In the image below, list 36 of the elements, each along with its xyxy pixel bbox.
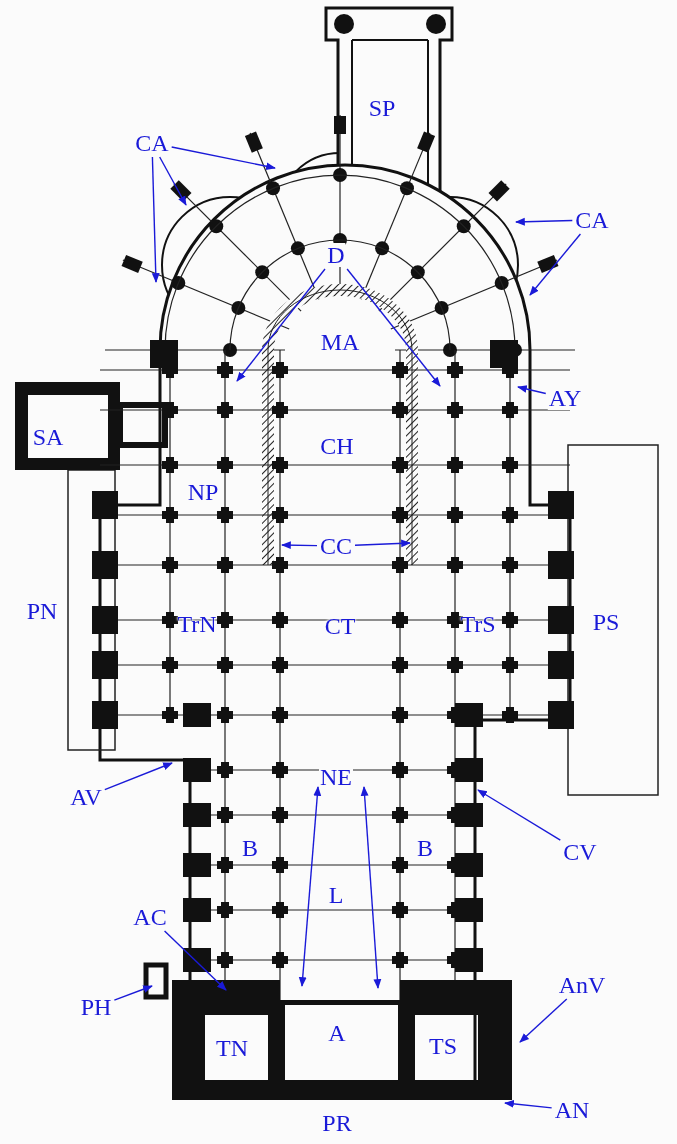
leader-arrow <box>298 786 322 987</box>
leader-arrow <box>281 541 318 550</box>
leader-arrow <box>159 156 187 206</box>
plan-label: MA <box>319 330 361 354</box>
plan-label: B <box>241 836 259 860</box>
leader-arrow <box>504 1100 553 1109</box>
callout-label: D <box>326 243 346 267</box>
leader-arrow <box>354 539 411 548</box>
plan-label: B <box>416 836 434 860</box>
leader-arrow <box>529 233 582 296</box>
leader-arrow <box>151 156 160 283</box>
plan-label: CH <box>319 434 355 458</box>
plan-label: TS <box>428 1034 458 1058</box>
leader-arrow <box>113 985 153 1001</box>
plan-label: L <box>327 883 345 907</box>
plan-label: PR <box>321 1111 353 1135</box>
plan-label: NP <box>186 480 220 504</box>
leader-arrow <box>477 789 562 841</box>
leader-arrow <box>236 268 326 382</box>
plan-label: A <box>327 1021 347 1045</box>
plan-label: TN <box>215 1036 249 1060</box>
plan-label: PN <box>25 599 59 623</box>
plan-label: CT <box>323 614 357 638</box>
leader-arrow <box>515 217 574 226</box>
plan-label: SP <box>367 96 397 120</box>
leader-arrow <box>517 385 547 395</box>
leader-arrow <box>104 762 173 791</box>
leader-arrow <box>519 998 568 1043</box>
plan-label: TrS <box>459 612 497 636</box>
plan-label: PS <box>591 610 621 634</box>
plan-label: TrN <box>176 612 218 636</box>
plan-label: SA <box>31 425 65 449</box>
leader-arrow <box>346 268 441 387</box>
leader-arrow <box>163 930 227 991</box>
leader-arrow <box>360 786 382 989</box>
leader-arrow <box>170 146 276 171</box>
